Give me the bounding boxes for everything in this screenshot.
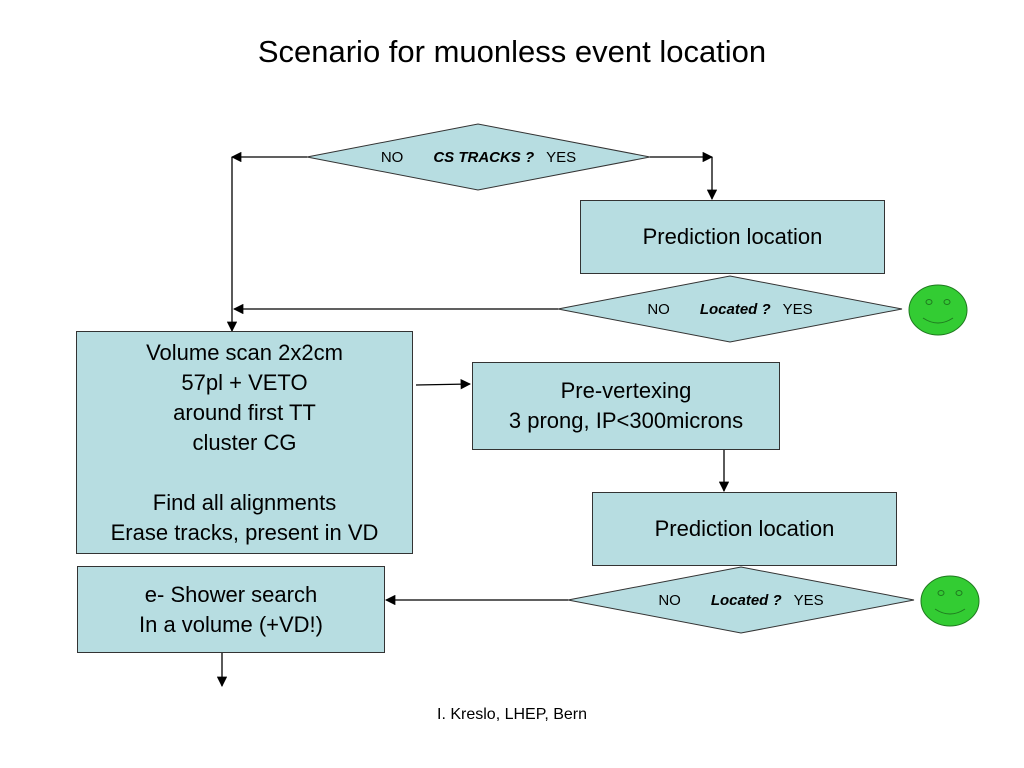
box-line: Volume scan 2x2cm xyxy=(146,339,343,365)
footer-credit: I. Kreslo, LHEP, Bern xyxy=(437,706,587,723)
decision-label-located-bottom: NO Located ? YES xyxy=(568,590,914,610)
box-label: Prediction location xyxy=(654,516,835,541)
decision-diamond-located-mid xyxy=(557,275,903,343)
decision-question: Located ? xyxy=(699,300,771,318)
decision-yes-label: YES xyxy=(782,300,813,318)
prediction-location-box-top: Prediction location xyxy=(580,200,885,274)
decision-no-label: NO xyxy=(380,148,404,166)
box-label: Prediction location xyxy=(642,224,823,249)
smiley-face-icon xyxy=(920,575,980,627)
decision-label-located-mid: NO Located ? YES xyxy=(558,299,902,319)
pre-vertexing-box: Pre-vertexing 3 prong, IP<300microns xyxy=(472,362,780,450)
box-line: 3 prong, IP<300microns xyxy=(508,408,744,433)
decision-question: CS TRACKS ? xyxy=(433,148,535,166)
decision-yes-label: YES xyxy=(793,591,824,609)
shower-search-box: e- Shower search In a volume (+VD!) xyxy=(77,566,385,653)
box-line: Pre-vertexing xyxy=(560,378,692,403)
box-line: cluster CG xyxy=(192,429,297,455)
box-line: e- Shower search xyxy=(144,581,318,607)
prediction-location-box-bottom: Prediction location xyxy=(592,492,897,566)
box-line: around first TT xyxy=(173,399,316,425)
box-line: Erase tracks, present in VD xyxy=(110,519,379,545)
decision-diamond-located-bottom xyxy=(567,566,915,634)
decision-no-label: NO xyxy=(658,591,681,609)
decision-question: Located ? xyxy=(710,591,782,609)
box-line: 57pl + VETO xyxy=(181,369,308,395)
decision-label-cs-tracks: NO CS TRACKS ? YES xyxy=(307,147,650,167)
decision-yes-label: YES xyxy=(546,148,577,166)
box-line: Find all alignments xyxy=(152,489,337,515)
box-line: In a volume (+VD!) xyxy=(138,611,323,637)
arrow-to-pre-vertexing xyxy=(415,378,472,390)
volume-scan-box: Volume scan 2x2cm 57pl + VETO around fir… xyxy=(76,331,413,554)
slide-title: Scenario for muonless event location xyxy=(257,34,767,69)
smiley-face-icon xyxy=(908,284,968,336)
decision-no-label: NO xyxy=(647,300,670,318)
